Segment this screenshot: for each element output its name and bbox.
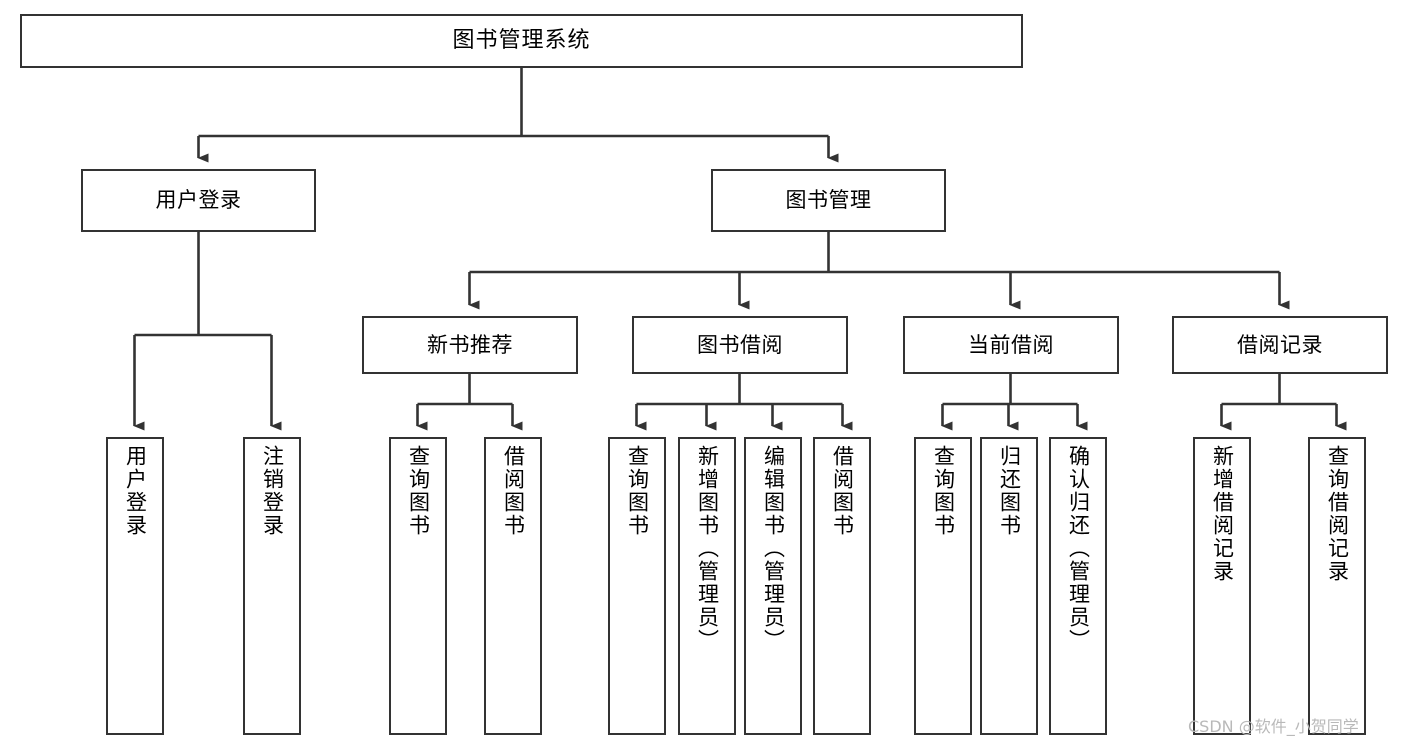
node-leaf-user-login-label: 用户登录 [123,445,148,537]
node-root[interactable]: 图书管理系统 [20,14,1023,68]
node-leaf-borrow-book-label: 借阅图书 [830,445,855,537]
node-leaf-logout[interactable]: 注销登录 [243,437,301,735]
node-leaf-query-borrow-record[interactable]: 查询借阅记录 [1308,437,1366,735]
csdn-watermark: CSDN @软件_小贺同学 [1188,717,1359,736]
node-leaf-confirm-return-admin-label: 确认归还（管理员） [1066,445,1091,652]
node-leaf-add-borrow-record-label: 新增借阅记录 [1210,445,1235,583]
node-book-borrow-label: 图书借阅 [697,332,783,357]
node-leaf-query-book-current[interactable]: 查询图书 [914,437,972,735]
node-user-login[interactable]: 用户登录 [81,169,316,232]
node-leaf-confirm-return-admin[interactable]: 确认归还（管理员） [1049,437,1107,735]
node-leaf-query-borrow-record-label: 查询借阅记录 [1325,445,1350,583]
node-leaf-return-book-label: 归还图书 [997,445,1022,537]
node-book-borrow[interactable]: 图书借阅 [632,316,848,374]
node-leaf-add-borrow-record[interactable]: 新增借阅记录 [1193,437,1251,735]
node-root-label: 图书管理系统 [452,28,591,54]
node-borrow-record-label: 借阅记录 [1237,332,1323,357]
node-new-book-rec[interactable]: 新书推荐 [362,316,578,374]
node-leaf-borrow-book-rec[interactable]: 借阅图书 [484,437,542,735]
node-leaf-query-book-rec-label: 查询图书 [406,445,431,537]
node-leaf-borrow-book[interactable]: 借阅图书 [813,437,871,735]
node-leaf-query-book-borrow[interactable]: 查询图书 [608,437,666,735]
node-borrow-record[interactable]: 借阅记录 [1172,316,1388,374]
node-leaf-edit-book-admin-label: 编辑图书（管理员） [761,445,786,652]
node-book-manage-label: 图书管理 [785,188,872,213]
node-leaf-add-book-admin-label: 新增图书（管理员） [695,445,720,652]
node-leaf-user-login[interactable]: 用户登录 [106,437,164,735]
node-user-login-label: 用户登录 [155,188,242,213]
node-leaf-edit-book-admin[interactable]: 编辑图书（管理员） [744,437,802,735]
node-new-book-rec-label: 新书推荐 [427,332,513,357]
node-leaf-query-book-current-label: 查询图书 [931,445,956,537]
node-leaf-add-book-admin[interactable]: 新增图书（管理员） [678,437,736,735]
node-leaf-borrow-book-rec-label: 借阅图书 [501,445,526,537]
node-leaf-query-book-rec[interactable]: 查询图书 [389,437,447,735]
node-leaf-logout-label: 注销登录 [260,445,285,537]
node-current-borrow-label: 当前借阅 [968,332,1054,357]
node-leaf-return-book[interactable]: 归还图书 [980,437,1038,735]
node-book-manage[interactable]: 图书管理 [711,169,946,232]
node-leaf-query-book-borrow-label: 查询图书 [625,445,650,537]
node-current-borrow[interactable]: 当前借阅 [903,316,1119,374]
